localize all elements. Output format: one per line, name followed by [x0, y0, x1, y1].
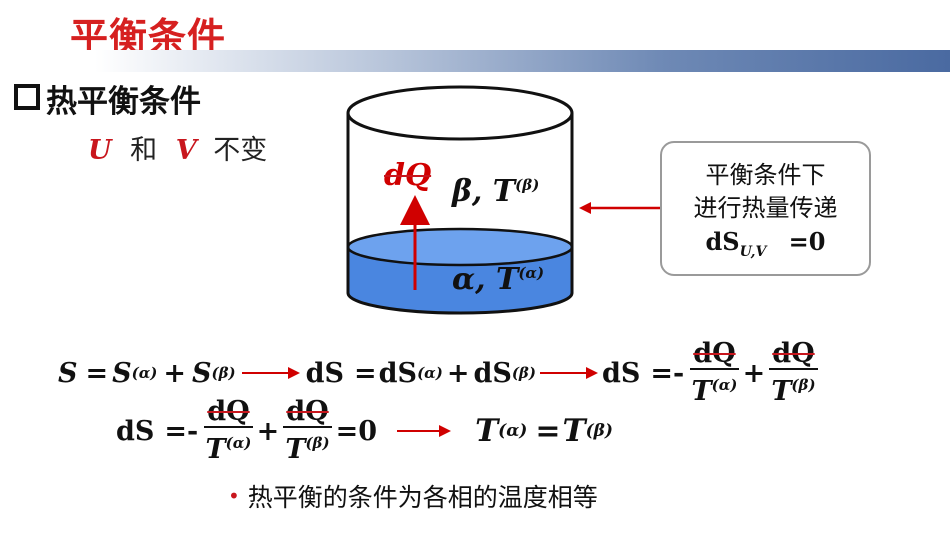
bullet-dot-icon: •	[228, 484, 240, 508]
fraction-dq-t-beta: dQ T(β)	[769, 339, 818, 407]
eq2-eq: =	[535, 413, 561, 449]
constant-condition: U 和 V 不变	[88, 128, 267, 167]
eq1-ds: dS	[305, 357, 345, 389]
eq1-plus3: +	[742, 357, 766, 389]
eq2-t-alpha: T	[475, 413, 499, 449]
eq1-plus: +	[163, 357, 186, 389]
container-rim	[346, 85, 574, 141]
callout-value: =0	[788, 227, 826, 256]
eq2-zero: =0	[335, 415, 378, 447]
eq1-sup-alpha: (α)	[131, 364, 158, 382]
frac1-den: T(α)	[692, 370, 738, 407]
eq1-plus2: +	[446, 357, 470, 389]
fraction2-dq-t-alpha: dQ T(α)	[204, 397, 253, 465]
section-heading-text: 热平衡条件	[46, 84, 201, 120]
var-u: U	[88, 135, 112, 166]
title-gradient-bar	[0, 50, 950, 72]
eq2-plus: +	[256, 415, 280, 447]
frac3-den-t: T	[205, 433, 226, 465]
fraction-dq-t-alpha: dQ T(α)	[690, 339, 739, 407]
frac1-den-sup: (α)	[711, 375, 738, 394]
section-heading: 热平衡条件	[14, 76, 201, 121]
frac2-num: dQ	[769, 339, 818, 370]
implies-arrow-3	[397, 425, 452, 437]
frac1-num: dQ	[690, 339, 739, 370]
eq1-s: S	[58, 357, 78, 389]
eq1-sup-beta: (β)	[211, 364, 236, 382]
container-bottom	[346, 292, 574, 315]
equation-row-2: dS =- dQ T(α) + dQ T(β) =0 T(α) = T(β)	[116, 396, 613, 466]
frac4-den: T(β)	[285, 428, 329, 465]
frac4-den-t: T	[285, 433, 306, 465]
eq2-t-alpha-sup: (α)	[498, 421, 528, 441]
upper-phase-sup: (β)	[515, 176, 540, 194]
eq1-ds-sup-beta: (β)	[511, 364, 536, 382]
conclusion-bullet: • 热平衡的条件为各相的温度相等	[228, 478, 598, 514]
eq1-s-beta: S	[192, 357, 212, 389]
frac2-den-sup: (β)	[791, 375, 816, 394]
conclusion-text: 热平衡的条件为各相的温度相等	[247, 483, 598, 512]
word-and: 和	[130, 135, 158, 166]
frac2-den: T(β)	[771, 370, 815, 407]
eq1-ds-beta: dS	[473, 357, 512, 389]
eq1-ds2: dS	[601, 357, 641, 389]
frac3-num: dQ	[204, 397, 253, 428]
frac3-den-sup: (α)	[225, 433, 252, 452]
eq1-s-alpha: S	[112, 357, 132, 389]
upper-phase-label: β, T(β)	[452, 174, 539, 209]
frac4-den-sup: (β)	[305, 433, 330, 452]
implies-arrow-1	[241, 367, 300, 379]
eq2-t-beta-sup: (β)	[585, 421, 613, 441]
eq1-ds-alpha: dS	[378, 357, 418, 389]
var-v: V	[175, 135, 197, 166]
frac2-den-t: T	[771, 375, 792, 407]
heat-label: dQ	[384, 158, 431, 193]
fraction2-dq-t-beta: dQ T(β)	[283, 397, 332, 465]
lower-phase-text: α, T	[452, 262, 519, 297]
callout-line2: 进行热量传递	[693, 194, 838, 222]
equation-row-1: S = S(α) + S(β) dS = dS(α) + dS(β) dS =-…	[58, 338, 822, 408]
eq1-eq2: =	[354, 357, 377, 389]
callout-line3: dSU,V =0	[662, 225, 869, 269]
eq2-ds: dS	[116, 415, 155, 447]
eq1-eq: =	[85, 357, 109, 389]
eq1-ds-sup-alpha: (α)	[417, 364, 443, 382]
lower-phase-label: α, T(α)	[452, 262, 544, 297]
container-diagram	[346, 85, 574, 315]
callout-ds: dS	[705, 227, 740, 256]
callout-line1: 平衡条件下	[705, 161, 826, 189]
upper-phase-text: β, T	[452, 174, 516, 209]
implies-arrow-2	[539, 367, 598, 379]
liquid-surface	[346, 227, 574, 267]
eq2-eq-minus: =-	[164, 415, 199, 447]
square-bullet-icon	[14, 84, 40, 110]
callout-box: 平衡条件下 进行热量传递 dSU,V =0	[660, 141, 871, 276]
eq2-t-beta: T	[562, 413, 586, 449]
lower-phase-sup: (α)	[518, 264, 545, 282]
word-unchanged: 不变	[213, 135, 268, 166]
callout-sub: U,V	[739, 243, 767, 260]
eq1-eq-minus: =-	[650, 357, 685, 389]
callout-arrow	[579, 202, 661, 214]
frac3-den: T(α)	[206, 428, 252, 465]
frac1-den-t: T	[691, 375, 712, 407]
frac4-num: dQ	[283, 397, 332, 428]
heat-label-text: dQ	[384, 158, 432, 193]
